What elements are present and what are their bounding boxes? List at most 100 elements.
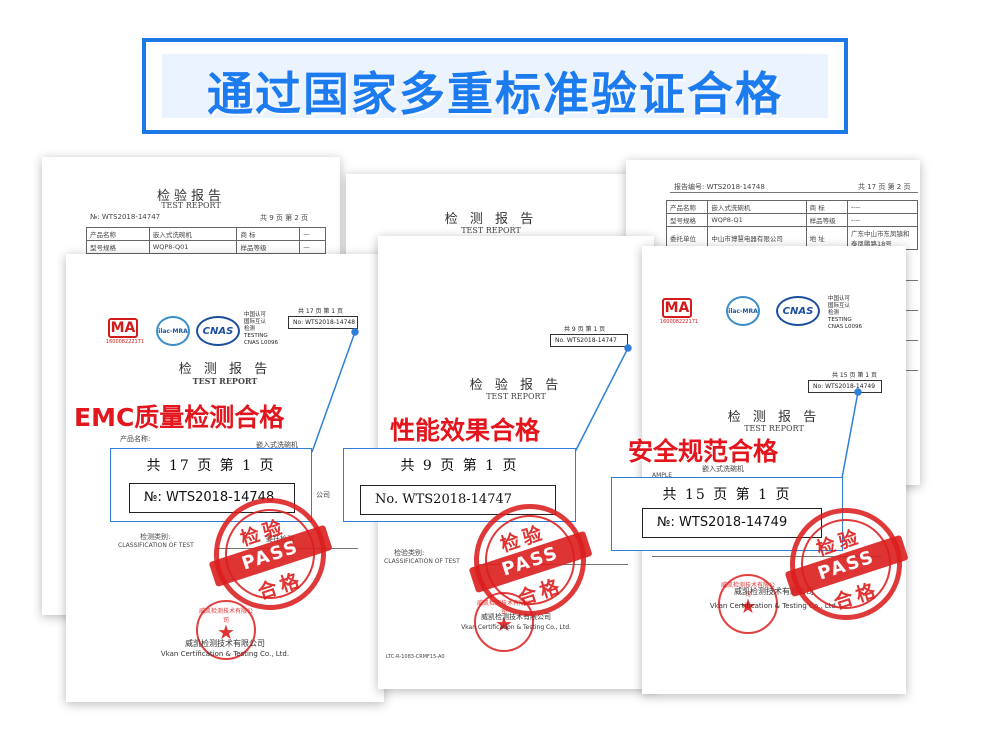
table-row: 型号规格 WQP8-Q1 样品等级 ----: [665, 213, 918, 227]
table-cell: 产品名称: [665, 200, 709, 214]
report-subtitle: TEST REPORT: [192, 376, 258, 386]
table-cell: ----: [847, 200, 918, 214]
table-cell: 样品等级: [805, 213, 849, 227]
report-pages: 共 9 页 第 2 页: [260, 214, 309, 222]
table-line: [906, 340, 918, 341]
sample-fragment: AMPLE: [652, 472, 673, 479]
callout-pages: 共 9 页 第 1 页: [400, 458, 519, 474]
company-name-cn: 威凯检测技术有限公司: [481, 613, 551, 621]
cma-mark: MA: [108, 318, 138, 338]
cma-logo: MA 160008222171: [658, 298, 698, 326]
callout-pages: 共 15 页 第 1 页: [662, 487, 792, 503]
company-seal: 威凯检测技术有限公司 ★: [196, 600, 256, 660]
mini-pages: 共 17 页 第 1 页: [298, 308, 343, 315]
table-cell: —: [299, 240, 326, 254]
report-title: 检验报告: [156, 189, 225, 204]
classification-label: 检验类别:: [394, 549, 425, 557]
table-cell: 商 标: [236, 227, 301, 241]
callout-report-number: №: WTS2018-14749: [642, 508, 822, 538]
headline-banner-fill: 通过国家多重标准验证合格: [162, 54, 828, 121]
company-name-en: Vkan Certification & Testing Co., Ltd.: [160, 650, 290, 658]
company-name-en: Vkan Certification & Testing Co., Ltd.: [461, 624, 571, 631]
mini-pages: 共 9 页 第 1 页: [564, 326, 606, 333]
seal-ring-text: 威凯检测技术有限公司: [720, 582, 775, 598]
headline-banner: 通过国家多重标准验证合格: [142, 38, 848, 134]
report-title: 检 测 报 告: [727, 410, 821, 425]
label-performance-pass: 性能效果合格: [390, 416, 541, 445]
table-line: [906, 370, 918, 371]
report-title: 检 测 报 告: [444, 212, 538, 227]
report-title: 检 验 报 告: [469, 378, 563, 393]
callout-safety-report-number: 共 15 页 第 1 页 №: WTS2018-14749: [611, 477, 843, 551]
product-name-value: 嵌入式洗碗机: [256, 441, 298, 449]
table-cell: —: [299, 227, 326, 241]
cnas-logo: CNAS: [196, 316, 240, 346]
cma-logo: MA 160008222171: [104, 318, 144, 346]
report-number: №: WTS2018-14747: [90, 213, 161, 221]
classification-label: 检测类别:: [140, 533, 171, 541]
table-cell: 商 标: [805, 200, 849, 214]
table-row: 产品名称 嵌入式洗碗机 商 标 —: [86, 227, 326, 241]
label-safety-pass: 安全规范合格: [628, 437, 779, 466]
table-line: [906, 310, 918, 311]
callout-report-number: No. WTS2018-14747: [360, 485, 556, 515]
client-fragment: 公司: [316, 491, 330, 499]
table-cell: 型号规格: [86, 240, 150, 254]
cnas-logo: CNAS: [776, 296, 820, 326]
report-info-table: 产品名称 嵌入式洗碗机 商 标 — 型号规格 WQP8-Q01 样品等级 —: [86, 227, 326, 254]
cnas-text: CNAS: [202, 326, 234, 337]
star-icon: ★: [739, 594, 757, 618]
mini-report-number: No. WTS2018-14747: [550, 334, 628, 347]
product-name-label: 产品名称:: [120, 435, 151, 443]
company-name-cn: 威凯检测技术有限公司: [734, 587, 814, 596]
report-safety: MA 160008222171 ilac-MRA CNAS 中国认可 国际互认 …: [642, 246, 906, 694]
headline-title: 通过国家多重标准验证合格: [207, 67, 783, 121]
ilac-mra-logo: ilac-MRA: [726, 296, 760, 326]
divider: [670, 192, 918, 193]
field-underline: [652, 556, 882, 557]
cnas-accreditation: 中国认可 国际互认 检测 TESTING CNAS L0096: [828, 296, 863, 330]
footer-code: LTC-R-1083-CRMF15-A0: [386, 654, 445, 660]
ilac-mra-text: ilac-MRA: [158, 328, 188, 335]
callout-pages: 共 17 页 第 1 页: [146, 458, 276, 474]
callout-emc-report-number: 共 17 页 第 1 页 №: WTS2018-14748: [110, 448, 312, 522]
table-row: 产品名称 嵌入式洗碗机 商 标 ----: [665, 200, 918, 214]
table-cell: 产品名称: [86, 227, 150, 241]
star-icon: ★: [495, 612, 513, 636]
cma-number: 160008222171: [105, 339, 145, 345]
company-seal: 威凯检测技术有限公司 ★: [474, 592, 534, 652]
cnas-text: CNAS: [782, 306, 814, 317]
report-subtitle: TEST REPORT: [461, 226, 521, 235]
callout-report-number: №: WTS2018-14748: [129, 483, 295, 513]
cnas-accreditation: 中国认可 国际互认 检测 TESTING CNAS L0096: [244, 312, 279, 346]
star-icon: ★: [217, 620, 235, 644]
company-name-en: Vkan Certification & Testing Co., Ltd.: [709, 602, 839, 610]
ilac-mra-text: ilac-MRA: [728, 308, 758, 315]
report-number: 报告编号: WTS2018-14748: [674, 183, 765, 191]
mini-pages: 共 15 页 第 1 页: [832, 372, 877, 379]
table-cell: WQP8-Q1: [707, 213, 807, 227]
seal-ring-text: 威凯检测技术有限公司: [198, 608, 253, 624]
classification-en: CLASSIFICATION OF TEST: [118, 542, 194, 549]
report-info-table: 产品名称 嵌入式洗碗机 商 标 ---- 型号规格 WQP8-Q1 样品等级 -…: [665, 200, 918, 250]
table-row: 型号规格 WQP8-Q01 样品等级 —: [86, 240, 326, 254]
table-cell: 型号规格: [665, 213, 709, 227]
ilac-mra-logo: ilac-MRA: [156, 316, 190, 346]
report-title: 检 测 报 告: [178, 362, 272, 377]
cma-mark: MA: [662, 298, 692, 318]
table-cell: 嵌入式洗碗机: [148, 227, 238, 241]
table-cell: ----: [847, 213, 918, 227]
label-emc-pass: EMC质量检测合格: [74, 403, 285, 432]
table-cell: 样品等级: [236, 240, 301, 254]
classification-en: CLASSIFICATION OF TEST: [384, 558, 460, 565]
mini-report-number: No: WTS2018-14748: [288, 316, 358, 329]
cma-number: 160008222171: [659, 319, 699, 325]
callout-performance-report-number: 共 9 页 第 1 页 No. WTS2018-14747: [343, 448, 576, 522]
table-line: [906, 280, 918, 281]
mini-report-number: No: WTS2018-14749: [808, 380, 882, 393]
seal-ring-text: 威凯检测技术有限公司: [476, 600, 531, 616]
report-subtitle: TEST REPORT: [486, 392, 546, 401]
product-name-value: 嵌入式洗碗机: [702, 465, 744, 473]
company-seal: 威凯检测技术有限公司 ★: [718, 574, 778, 634]
report-subtitle: TEST REPORT: [161, 201, 221, 210]
